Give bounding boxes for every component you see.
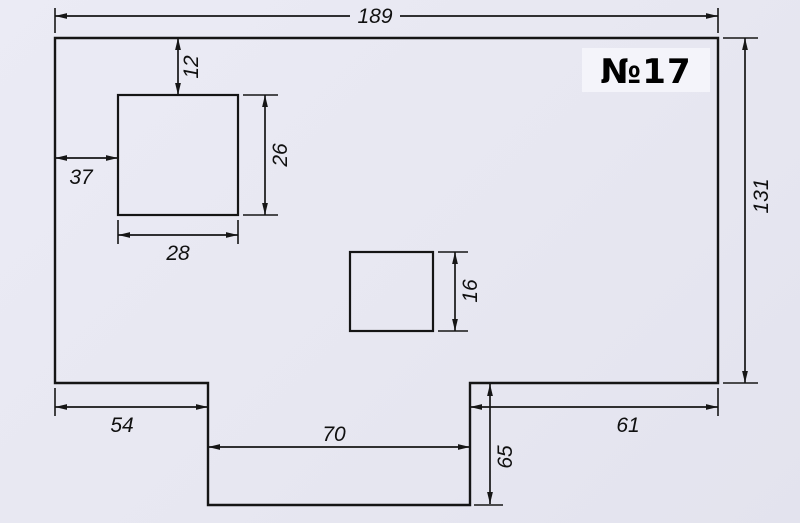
dimension-square1-height: 26: [243, 94, 292, 216]
dimension-square1-left-gap: 37: [55, 155, 118, 189]
dimension-tab-depth: 65: [474, 384, 517, 506]
dimension-slot-width: 70: [208, 423, 470, 450]
text-backdrop: [350, 3, 400, 27]
dim-slot-width-value: 70: [322, 423, 346, 446]
dim-tab-depth-value: 65: [494, 445, 517, 469]
dimension-bottom-right: 61: [470, 388, 719, 437]
drawing-number-label: №17: [600, 52, 691, 92]
dim-bottom-right-value: 61: [616, 414, 639, 437]
dimension-total-height: 131: [723, 37, 773, 384]
dimension-total-width: 189: [54, 3, 719, 33]
dim-square1-top-gap-value: 12: [180, 55, 203, 79]
dim-total-width-value: 189: [357, 5, 392, 28]
dim-square1-left-gap-value: 37: [69, 166, 94, 189]
dimension-square1-width: 28: [117, 220, 239, 265]
dimension-square1-top-gap: 12: [175, 38, 203, 95]
square-hole-small: [348, 250, 435, 333]
dim-bottom-left-value: 54: [110, 414, 133, 437]
label-backdrop: [582, 48, 710, 92]
square-hole-large: [116, 93, 240, 217]
drawing-number: №17: [582, 48, 710, 92]
dim-square1-width-value: 28: [165, 242, 190, 265]
dim-total-height-value: 131: [750, 178, 773, 213]
outer-contour: [53, 36, 720, 507]
dim-square1-height-value: 26: [269, 143, 292, 168]
dim-square2-size-value: 16: [459, 279, 482, 303]
dimension-square2-size: 16: [438, 251, 482, 332]
dimension-bottom-left: 54: [54, 388, 208, 437]
